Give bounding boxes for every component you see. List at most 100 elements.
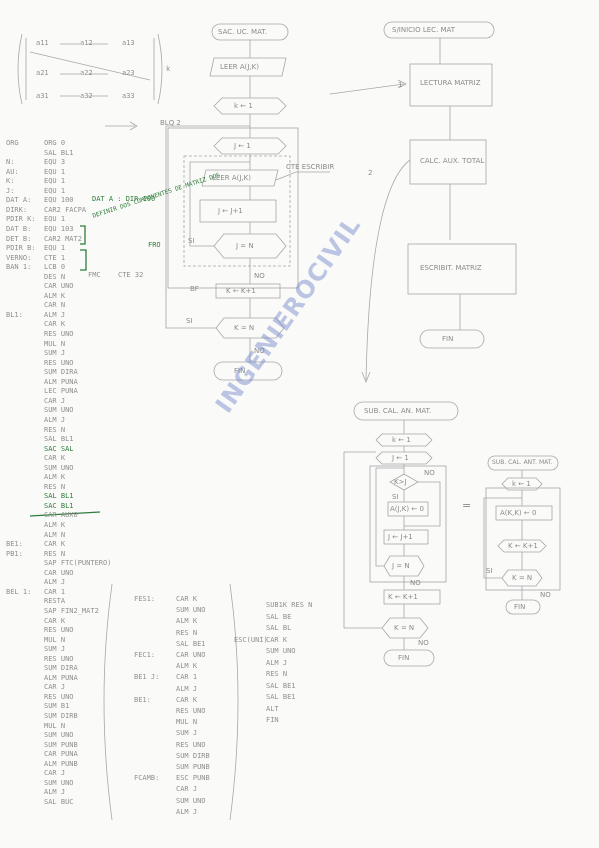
code-left-instruction: CAR K [44, 616, 66, 625]
flow2-calc-shape [409, 139, 487, 185]
flow4-no: NO [540, 591, 551, 599]
flow4-k-inc: K ← K+1 [508, 542, 538, 550]
flow2-arrow-num: 1 [398, 81, 403, 89]
matrix-a22: a22 [80, 69, 93, 77]
flow4-kinc-shape [497, 539, 547, 553]
code-left-instruction: ALM PUNB [44, 759, 78, 768]
matrix-a23: a23 [122, 69, 135, 77]
code-left-instruction: DES N [44, 272, 66, 281]
code-left-label: DAT A: [6, 196, 32, 205]
code-left-instruction: SAC BL1 [44, 501, 74, 510]
green-dat: DAT A : DIR 100 [92, 195, 156, 203]
code-left-instruction: SAP FIN2_MAT2 [44, 606, 99, 615]
code-right-instruction: CAR K [266, 635, 288, 644]
green-cte: CTE 32 [118, 271, 144, 279]
flow4-end-shape [505, 599, 541, 615]
flow1-k-inc: K ← K+1 [226, 287, 256, 295]
code-left-instruction: SAL BUC [44, 797, 74, 806]
code-left-instruction: ALM K [44, 291, 66, 300]
code-left-instruction: ALM J [44, 415, 66, 424]
flow3-si-a: SI [392, 493, 399, 501]
code-right-instruction: ALT [266, 704, 279, 713]
code-right-label: ESC(UNI) [234, 635, 268, 644]
matrix-k-label: k [166, 65, 171, 73]
code-left-instruction: CAR PUNA [44, 750, 78, 759]
code-left-label: ORG [6, 139, 19, 147]
matrix-a11: a11 [36, 39, 49, 47]
code-left-instruction: CAR K [44, 454, 66, 463]
matrix-a31: a31 [36, 92, 49, 100]
code-left-instruction: EQU 1 [44, 186, 66, 195]
code-left-instruction: SUM UNO [44, 406, 74, 415]
matrix-arrows [29, 43, 151, 97]
flow1-read-ajk: LEER A(J,K) [212, 174, 251, 182]
code-left-instruction: SAP FTC(PUNTERO) [44, 559, 112, 568]
code-left-label: PDIR B: [6, 244, 36, 253]
code-left-instruction: MUL N [44, 339, 66, 348]
code-mid-instruction: CAR K [176, 595, 198, 603]
flow2-read-shape [409, 63, 493, 107]
code-mid-instruction: SUM DIRB [176, 751, 210, 760]
flow1-note: CTE ESCRIBIR [286, 163, 335, 171]
code-left-label: J: [6, 186, 15, 195]
code-mid-label: BE1: [134, 695, 151, 704]
code-mid-instruction: SUM UNO [176, 606, 206, 615]
flow1-end: FIN [234, 367, 246, 375]
code-left-instruction: RES UNO [44, 330, 74, 338]
code-right-instruction: SAL BL [266, 624, 292, 632]
code-left-instruction: CAR J [44, 396, 66, 405]
code-mid-instruction: CAR K [176, 695, 198, 704]
code-left-label: DIRK: [6, 205, 28, 214]
flow4-k-cond: K = N [512, 574, 533, 582]
code-left-instruction: CAR AUX0 [44, 511, 78, 520]
flow4-assign-shape [495, 505, 553, 521]
code-left-label: BL1: [6, 310, 23, 319]
flow4-kinit-shape [501, 477, 543, 491]
code-left-label: PB1: [6, 549, 23, 558]
code-right-instruction: SAL BE [266, 612, 292, 621]
code-left-label: BE1: [6, 540, 23, 549]
code-left-instruction: CAR 1 [44, 587, 66, 596]
code-left-instruction: ORG 0 [44, 139, 66, 147]
code-mid-instruction: CAR J [176, 785, 198, 794]
code-left-instruction: SUM UNO [44, 731, 74, 740]
flow2-read: LECTURA MATRIZ [420, 79, 481, 87]
code-mid-label: FCAMB: [134, 774, 160, 783]
matrix-a32: a32 [80, 92, 93, 100]
flow1-jinit-shape [213, 137, 287, 155]
code-right-instruction: FIN [266, 716, 279, 724]
code-right-instruction: SAL BE1 [266, 681, 296, 690]
code-left-instruction: MUL N [44, 721, 66, 730]
flow1-j-cond: J = N [236, 242, 254, 250]
code-left-instruction: EQU 1 [44, 167, 66, 176]
flow3-j-init: J ← 1 [392, 454, 409, 462]
code-left-instruction: RESTA [44, 597, 66, 606]
code-left-instruction: LCB 0 [44, 263, 66, 272]
green-note2: FRO [148, 241, 161, 249]
code-left-label: K: [6, 177, 15, 186]
code-mid-instruction: SAL BE1 [176, 639, 206, 648]
flow1-end-shape [213, 361, 283, 381]
code-mid-instruction: ALM K [176, 617, 198, 626]
flow3-assign-shape [387, 501, 429, 517]
code-left-instruction: ALM N [44, 530, 66, 539]
flow2-start: S/INICIO LEC. MAT [392, 26, 456, 34]
code-left-instruction: SUM UNO [44, 463, 74, 472]
flow1-si2: SI [186, 317, 193, 325]
code-left-instruction: ALM PUNA [44, 673, 78, 682]
code-mid-instruction: ALM K [176, 662, 198, 671]
code-mid-instruction: RES UNO [176, 740, 206, 749]
code-left-instruction: ALM K [44, 521, 66, 529]
code-left-instruction: SUM J [44, 645, 66, 654]
code-left-instruction: ALM K [44, 473, 66, 482]
code-mid-instruction: ESC PUNB [176, 774, 210, 783]
code-left-instruction: CAR2 FACPA [44, 205, 87, 214]
flow3-jinc-shape [383, 529, 429, 545]
flow4-assign: A(K,K) ← 0 [500, 509, 537, 517]
flow2-end: FIN [442, 335, 454, 343]
code-mid-instruction: CAR UNO [176, 651, 206, 659]
code-mid-instruction: SUM J [176, 729, 198, 738]
flow3-k-inc: K ← K+1 [388, 593, 418, 601]
matrix-a13: a13 [122, 39, 135, 47]
